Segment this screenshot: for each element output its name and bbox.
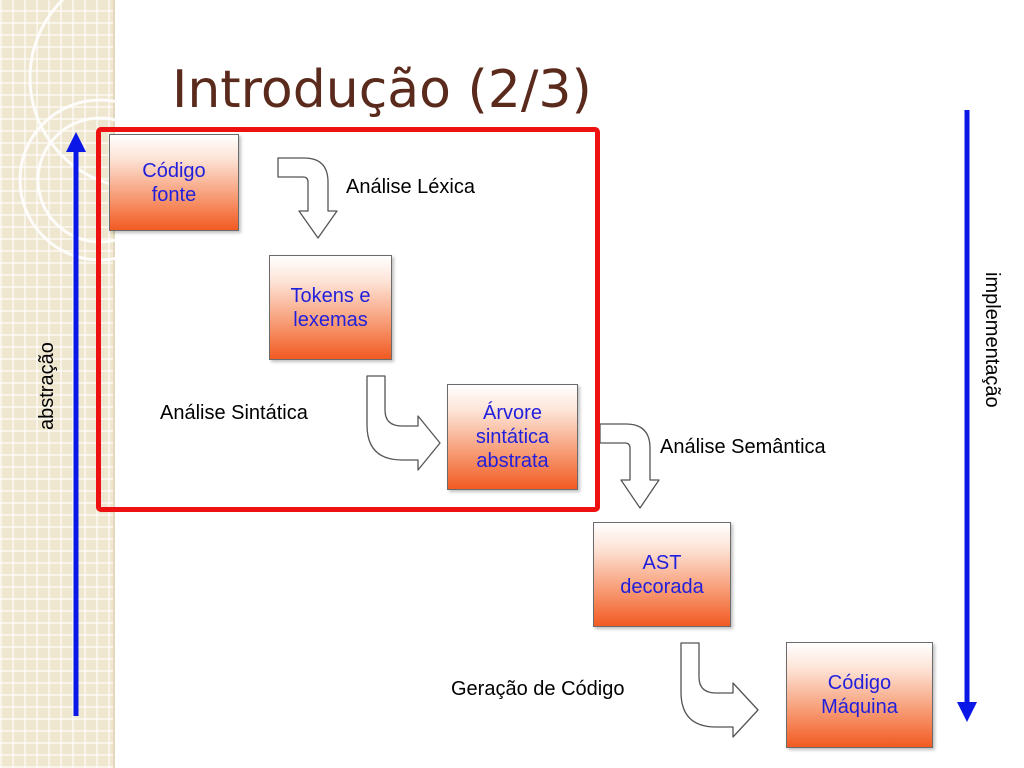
slide-title: Introdução (2/3): [172, 60, 592, 120]
lexical-analysis-label: Análise Léxica: [346, 176, 475, 198]
semantic-step-arrow: [599, 423, 660, 509]
code-generation-label: Geração de Código: [451, 678, 625, 700]
machine-code-box: Código Máquina: [786, 642, 933, 748]
syntactic-step-arrow: [366, 375, 441, 471]
tokens-box-label: Tokens e lexemas: [290, 284, 371, 331]
codegen-step-arrow: [680, 642, 759, 738]
implementation-arrow: [957, 110, 977, 722]
abstraction-axis-label: abstração: [36, 342, 58, 430]
abstraction-arrow: [66, 132, 86, 716]
machine-code-box-label: Código Máquina: [821, 672, 898, 718]
abstract-syntax-tree-box: Árvore sintática abstrata: [447, 384, 578, 490]
tokens-box: Tokens e lexemas: [269, 255, 392, 360]
source-code-box-label: Código fonte: [142, 159, 206, 206]
abstract-syntax-tree-box-label: Árvore sintática abstrata: [475, 402, 550, 472]
lexical-step-arrow: [277, 157, 338, 239]
source-code-box: Código fonte: [109, 134, 239, 231]
decorated-ast-box: AST decorada: [593, 522, 731, 627]
syntactic-analysis-label: Análise Sintática: [160, 402, 308, 424]
decorative-sidebar: [0, 0, 115, 768]
semantic-analysis-label: Análise Semântica: [660, 436, 826, 458]
decorated-ast-box-label: AST decorada: [620, 551, 704, 598]
implementation-axis-label: implementação: [981, 272, 1003, 408]
front-end-highlight-frame: [96, 127, 600, 512]
